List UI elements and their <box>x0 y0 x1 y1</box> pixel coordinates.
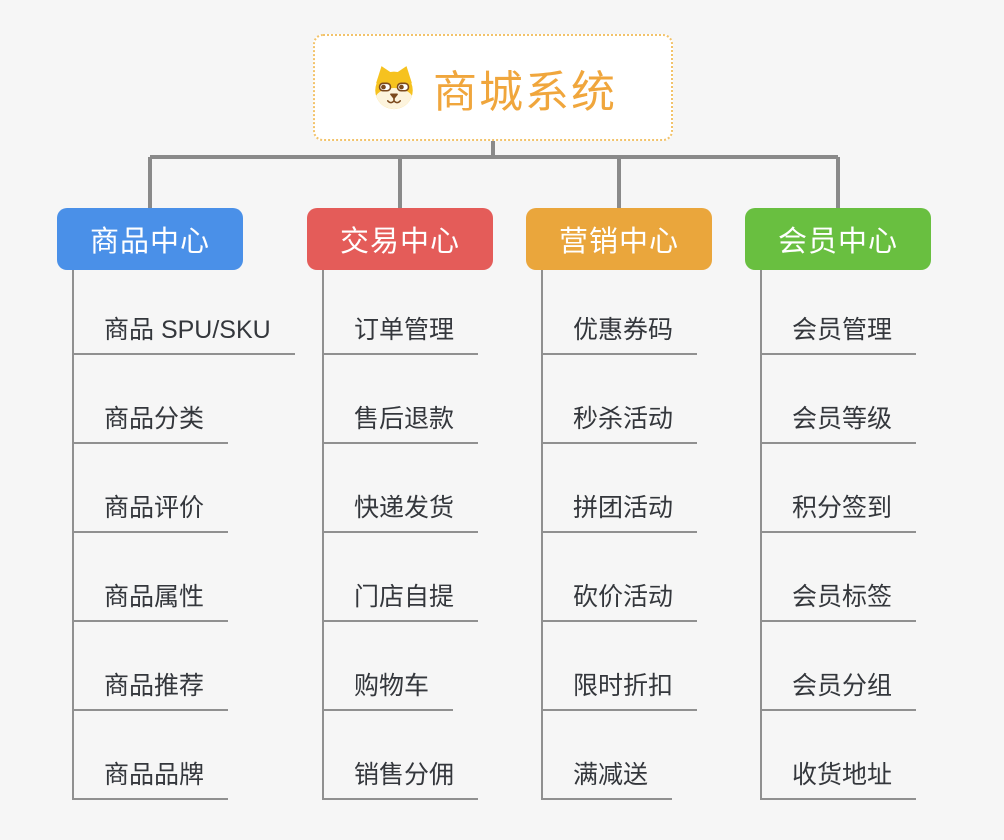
child-row: 砍价活动 <box>543 533 698 622</box>
branch-children: 订单管理售后退款快递发货门店自提购物车销售分佣 <box>322 270 479 800</box>
branch-header[interactable]: 交易中心 <box>307 208 493 270</box>
child-row: 商品评价 <box>74 444 295 533</box>
branch-header[interactable]: 商品中心 <box>57 208 243 270</box>
child-node[interactable]: 会员分组 <box>762 671 917 711</box>
branch-children: 商品 SPU/SKU 商品分类商品评价商品属性商品推荐商品品牌 <box>72 270 295 800</box>
branch-label: 会员中心 <box>777 226 898 258</box>
branch-header[interactable]: 会员中心 <box>745 208 931 270</box>
dog-face-icon <box>375 65 413 109</box>
child-row: 会员管理 <box>762 270 917 355</box>
child-node[interactable]: 商品属性 <box>74 582 229 622</box>
child-node[interactable]: 积分签到 <box>762 493 917 533</box>
child-node[interactable]: 快递发货 <box>324 493 479 533</box>
branch-label: 商品中心 <box>89 226 210 258</box>
child-node[interactable]: 限时折扣 <box>543 671 698 711</box>
child-row: 商品属性 <box>74 533 295 622</box>
child-node[interactable]: 收货地址 <box>762 760 917 800</box>
branch: 营销中心 优惠券码秒杀活动拼团活动砍价活动限时折扣满减送 <box>526 208 712 800</box>
child-row: 拼团活动 <box>543 444 698 533</box>
branch-children: 优惠券码秒杀活动拼团活动砍价活动限时折扣满减送 <box>541 270 698 800</box>
child-row: 会员标签 <box>762 533 917 622</box>
child-node[interactable]: 优惠券码 <box>543 315 698 355</box>
root-node[interactable]: 商城系统 <box>313 34 673 141</box>
branch-label: 交易中心 <box>339 226 460 258</box>
branch-header[interactable]: 营销中心 <box>526 208 712 270</box>
branch: 商品中心 商品 SPU/SKU 商品分类商品评价商品属性商品推荐商品品牌 <box>57 208 295 800</box>
root-title: 商城系统 <box>433 67 617 117</box>
child-node[interactable]: 商品推荐 <box>74 671 229 711</box>
child-node[interactable]: 会员标签 <box>762 582 917 622</box>
child-node[interactable]: 秒杀活动 <box>543 404 698 444</box>
child-row: 快递发货 <box>324 444 479 533</box>
child-node[interactable]: 销售分佣 <box>324 760 479 800</box>
child-node[interactable]: 商品品牌 <box>74 760 229 800</box>
child-node[interactable]: 购物车 <box>324 671 454 711</box>
child-row: 商品品牌 <box>74 711 295 800</box>
child-node[interactable]: 商品分类 <box>74 404 229 444</box>
child-node[interactable]: 门店自提 <box>324 582 479 622</box>
branch-label: 营销中心 <box>558 226 679 258</box>
child-node[interactable]: 商品 SPU/SKU <box>74 315 295 355</box>
child-row: 优惠券码 <box>543 270 698 355</box>
child-row: 商品 SPU/SKU <box>74 270 295 355</box>
child-row: 销售分佣 <box>324 711 479 800</box>
child-row: 门店自提 <box>324 533 479 622</box>
child-node[interactable]: 售后退款 <box>324 404 479 444</box>
child-row: 商品推荐 <box>74 622 295 711</box>
child-row: 收货地址 <box>762 711 917 800</box>
child-row: 商品分类 <box>74 355 295 444</box>
branch: 会员中心 会员管理会员等级积分签到会员标签会员分组收货地址 <box>745 208 931 800</box>
child-row: 满减送 <box>543 711 697 800</box>
child-row: 会员分组 <box>762 622 917 711</box>
child-node[interactable]: 订单管理 <box>324 315 479 355</box>
child-row: 积分签到 <box>762 444 917 533</box>
child-row: 秒杀活动 <box>543 355 698 444</box>
child-row: 会员等级 <box>762 355 917 444</box>
branch-children: 会员管理会员等级积分签到会员标签会员分组收货地址 <box>760 270 917 800</box>
child-row: 购物车 <box>324 622 478 711</box>
child-row: 订单管理 <box>324 270 479 355</box>
child-row: 限时折扣 <box>543 622 698 711</box>
child-node[interactable]: 会员等级 <box>762 404 917 444</box>
child-node[interactable]: 拼团活动 <box>543 493 698 533</box>
branch: 交易中心 订单管理售后退款快递发货门店自提购物车销售分佣 <box>307 208 493 800</box>
child-node[interactable]: 会员管理 <box>762 315 917 355</box>
child-node[interactable]: 商品评价 <box>74 493 229 533</box>
child-row: 售后退款 <box>324 355 479 444</box>
child-node[interactable]: 砍价活动 <box>543 582 698 622</box>
child-node[interactable]: 满减送 <box>543 760 673 800</box>
